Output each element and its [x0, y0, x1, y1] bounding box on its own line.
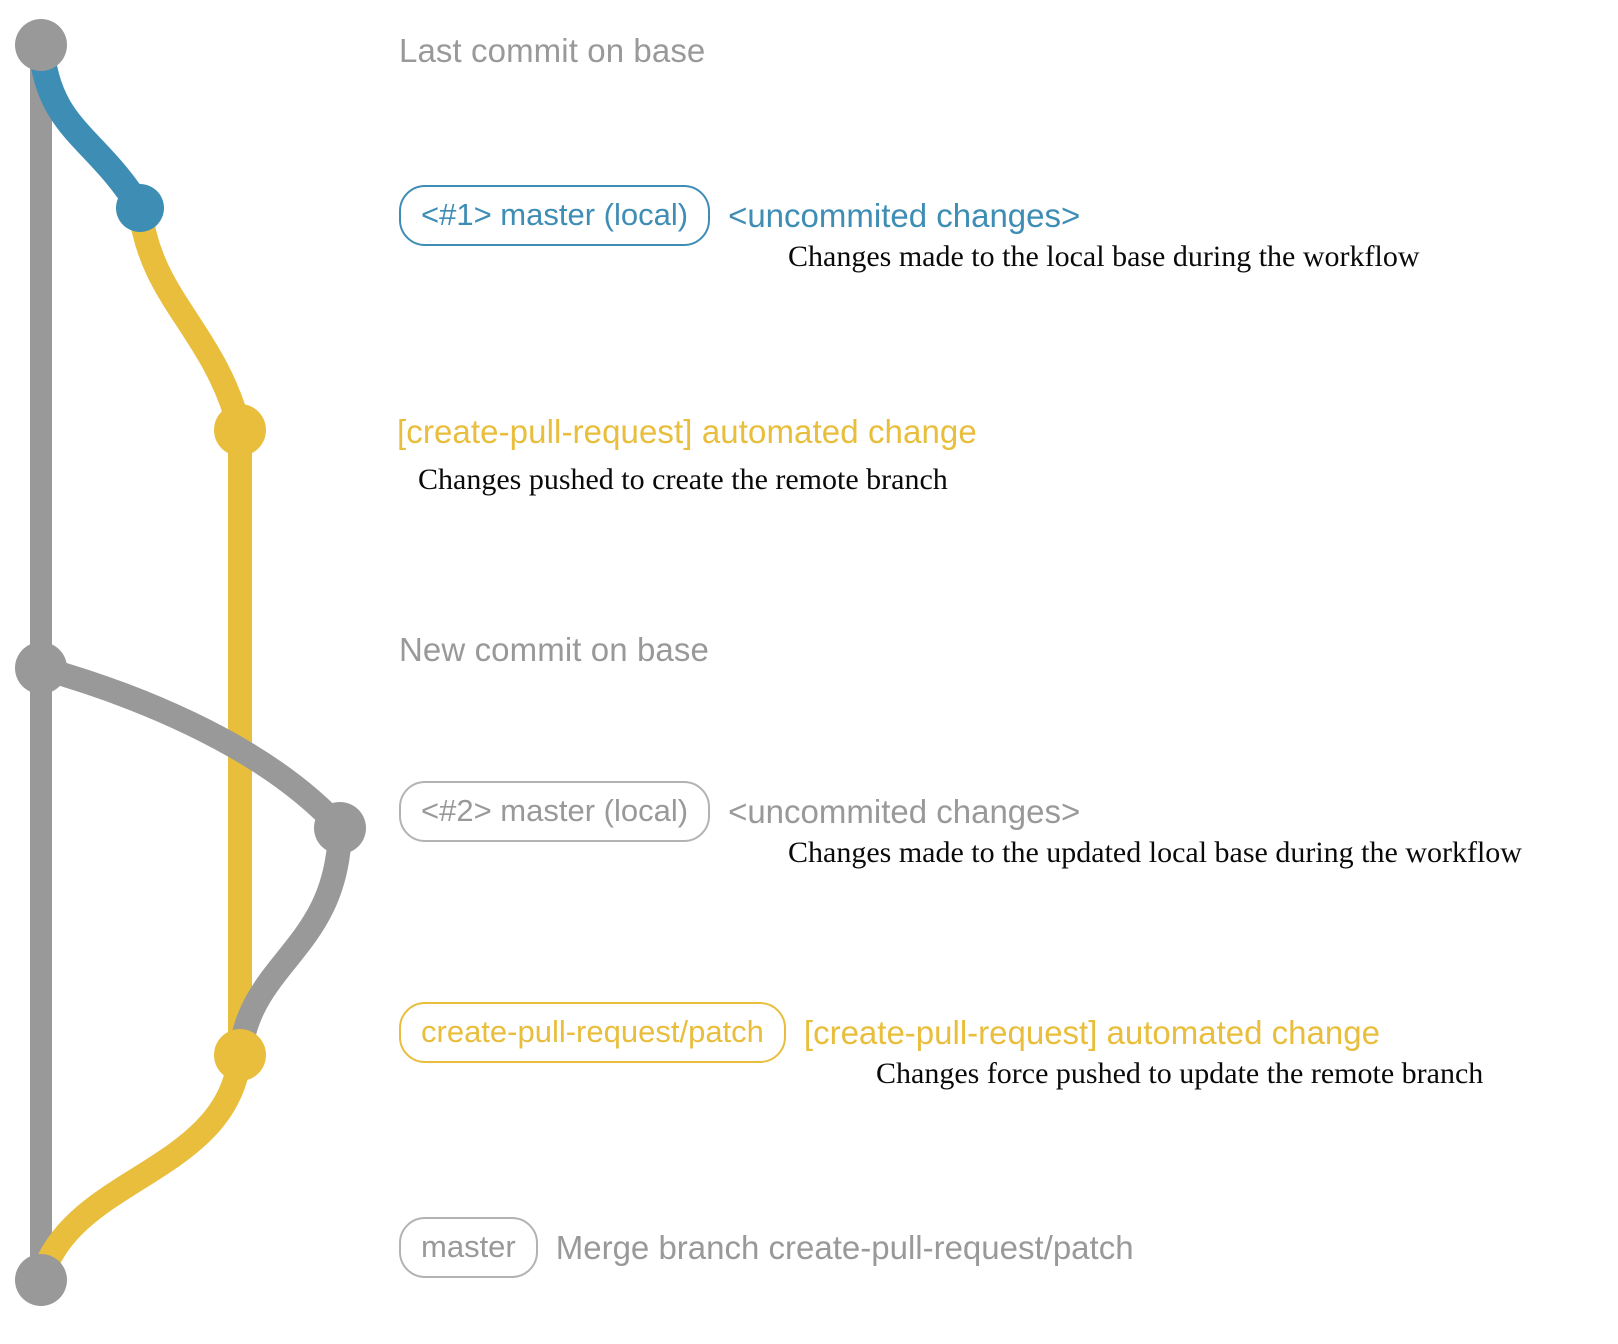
description-local-2: Changes made to the updated local base d…	[788, 836, 1522, 869]
commit-node-base-new[interactable]	[15, 642, 67, 694]
branch-badge-local-2[interactable]: <#2> master (local)	[399, 781, 711, 842]
row-new-commit-on-base: New commit on base	[399, 631, 709, 669]
commit-message-automated-change-1: [create-pull-request] automated change	[397, 413, 977, 450]
local-branch-line	[28, 32, 153, 221]
patch-to-merge-line	[29, 1043, 252, 1292]
description-local-1: Changes made to the local base during th…	[788, 240, 1420, 273]
commit-message-new-commit-on-base: New commit on base	[399, 631, 709, 668]
branch-badge-local-1[interactable]: <#1> master (local)	[399, 185, 711, 246]
row-automated-change-1: [create-pull-request] automated change	[397, 413, 977, 451]
commit-node-local-1[interactable]	[116, 184, 164, 232]
commit-message-merge: Merge branch create-pull-request/patch	[555, 1228, 1134, 1266]
branch-badge-master[interactable]: master	[399, 1217, 538, 1278]
updated-local-to-patch-line	[228, 816, 352, 1067]
updated-local-branch-line	[29, 656, 352, 840]
row-local-2: <#2> master (local) <uncommited changes>	[399, 781, 1080, 842]
description-automated-change-1: Changes pushed to create the remote bran…	[418, 463, 948, 496]
row-last-commit-on-base: Last commit on base	[399, 32, 705, 70]
commit-message-local-2: <uncommited changes>	[728, 792, 1081, 830]
description-automated-change-2: Changes force pushed to update the remot…	[876, 1057, 1484, 1090]
commit-node-patch-1[interactable]	[214, 404, 266, 456]
row-merge: master Merge branch create-pull-request/…	[399, 1217, 1134, 1278]
commit-node-merge[interactable]	[15, 1254, 67, 1306]
branch-badge-patch[interactable]: create-pull-request/patch	[399, 1002, 786, 1063]
commit-node-patch-2[interactable]	[214, 1029, 266, 1081]
patch-branch-line-upper	[128, 196, 252, 442]
row-automated-change-2: create-pull-request/patch [create-pull-r…	[399, 1002, 1380, 1063]
commit-message-last-commit-on-base: Last commit on base	[399, 32, 706, 69]
commit-message-automated-change-2: [create-pull-request] automated change	[803, 1013, 1380, 1051]
commit-node-local-2[interactable]	[314, 802, 366, 854]
row-local-1: <#1> master (local) <uncommited changes>	[399, 185, 1080, 246]
commit-message-local-1: <uncommited changes>	[728, 196, 1081, 234]
commit-node-base-old[interactable]	[15, 19, 67, 71]
